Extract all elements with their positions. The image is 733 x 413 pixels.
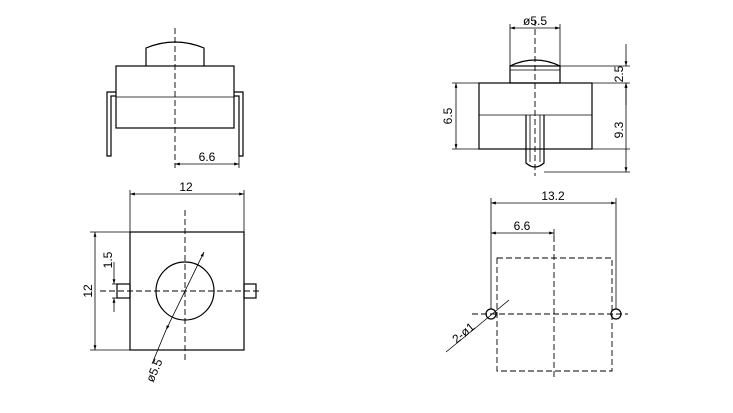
front-width-label: 6.6 bbox=[199, 150, 216, 164]
top-width-label: 12 bbox=[179, 180, 193, 194]
side-diameter-dimension: ø5.5 bbox=[509, 14, 561, 66]
side-total-height-dimension: 9.3 bbox=[544, 83, 630, 173]
side-body-height-label: 6.5 bbox=[441, 107, 455, 124]
top-height-label: 12 bbox=[81, 284, 95, 298]
footprint-hole-label: 2-ø1 bbox=[449, 319, 477, 346]
side-body-height-dimension: 6.5 bbox=[441, 82, 479, 150]
top-button-diameter-label: ø5.5 bbox=[143, 356, 165, 384]
side-total-height-label: 9.3 bbox=[612, 121, 626, 138]
footprint-pitch-dimension: 13.2 bbox=[490, 189, 617, 309]
footprint-offset-dimension: 6.6 bbox=[491, 219, 555, 236]
side-button-height-label: 2.5 bbox=[612, 65, 626, 82]
top-pin-dimension: 1.5 bbox=[101, 251, 117, 312]
top-view: 12 12 1.5 ø5.5 bbox=[81, 180, 262, 384]
side-view: ø5.5 2.5 9.3 6.5 bbox=[441, 14, 630, 176]
front-width-dimension: 6.6 bbox=[175, 130, 240, 168]
top-width-dimension: 12 bbox=[129, 180, 245, 232]
footprint-offset-label: 6.6 bbox=[514, 219, 531, 233]
front-view: 6.6 bbox=[106, 28, 244, 168]
top-height-dimension: 12 bbox=[81, 231, 130, 351]
side-diameter-label: ø5.5 bbox=[523, 14, 547, 28]
top-pin-label: 1.5 bbox=[101, 251, 115, 268]
footprint-view: 13.2 6.6 2-ø1 bbox=[445, 189, 628, 380]
footprint-pitch-label: 13.2 bbox=[541, 189, 565, 203]
footprint-hole-leader: 2-ø1 bbox=[445, 299, 510, 353]
side-button-height-dimension: 2.5 bbox=[560, 44, 630, 105]
